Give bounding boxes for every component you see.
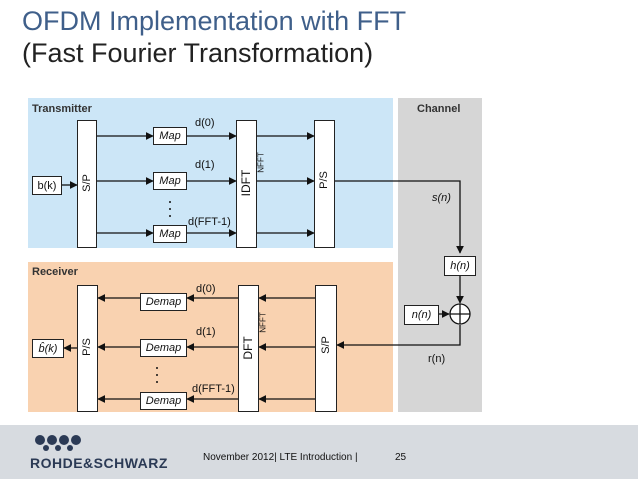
tx-input-box: b(k): [32, 176, 62, 195]
footer-bar: [0, 425, 638, 479]
channel-panel: [398, 98, 482, 412]
channel-sn-label: s(n): [432, 192, 451, 204]
channel-hn-box: h(n): [444, 256, 476, 276]
rx-d1-label: d(1): [196, 326, 216, 338]
rx-output-box: b̂(k): [32, 339, 64, 358]
transmitter-label: Transmitter: [32, 103, 92, 115]
slide-subtitle: (Fast Fourier Transformation): [22, 38, 374, 68]
receiver-label: Receiver: [32, 266, 78, 278]
brand-wordmark: ROHDE&SCHWARZ: [30, 455, 168, 471]
channel-label: Channel: [417, 103, 461, 115]
tx-d1-label: d(1): [195, 159, 215, 171]
footer-topic: LTE Introduction: [279, 452, 353, 463]
tx-map-n: Map: [153, 225, 187, 243]
channel-nn-box: n(n): [404, 305, 439, 325]
rx-dn-label: d(FFT-1): [192, 383, 235, 395]
footer-sep-1: |: [274, 452, 280, 463]
rx-demap-0: Demap: [140, 293, 187, 311]
rx-d0-label: d(0): [196, 283, 216, 295]
tx-sp-block: [77, 120, 97, 248]
tx-dn-label: d(FFT-1): [188, 216, 231, 228]
rx-sp-block: [315, 285, 337, 412]
tx-idft-block: [236, 120, 257, 248]
footer-date: November 2012: [203, 452, 275, 463]
footer-page-number: 25: [395, 452, 407, 463]
tx-map-1: Map: [153, 172, 187, 190]
tx-ps-block: [314, 120, 335, 248]
rx-demap-n: Demap: [140, 392, 187, 410]
rx-dft-block: [238, 285, 259, 412]
tx-map-0: Map: [153, 127, 187, 145]
footer-info: November 2012| LTE Introduction |: [203, 452, 358, 463]
footer-sep-2: |: [352, 452, 358, 463]
rx-demap-1: Demap: [140, 339, 187, 357]
rx-ps-block: [77, 285, 98, 412]
slide-title: OFDM Implementation with FFT: [22, 6, 407, 36]
channel-rn-label: r(n): [428, 353, 446, 365]
tx-d0-label: d(0): [195, 117, 215, 129]
